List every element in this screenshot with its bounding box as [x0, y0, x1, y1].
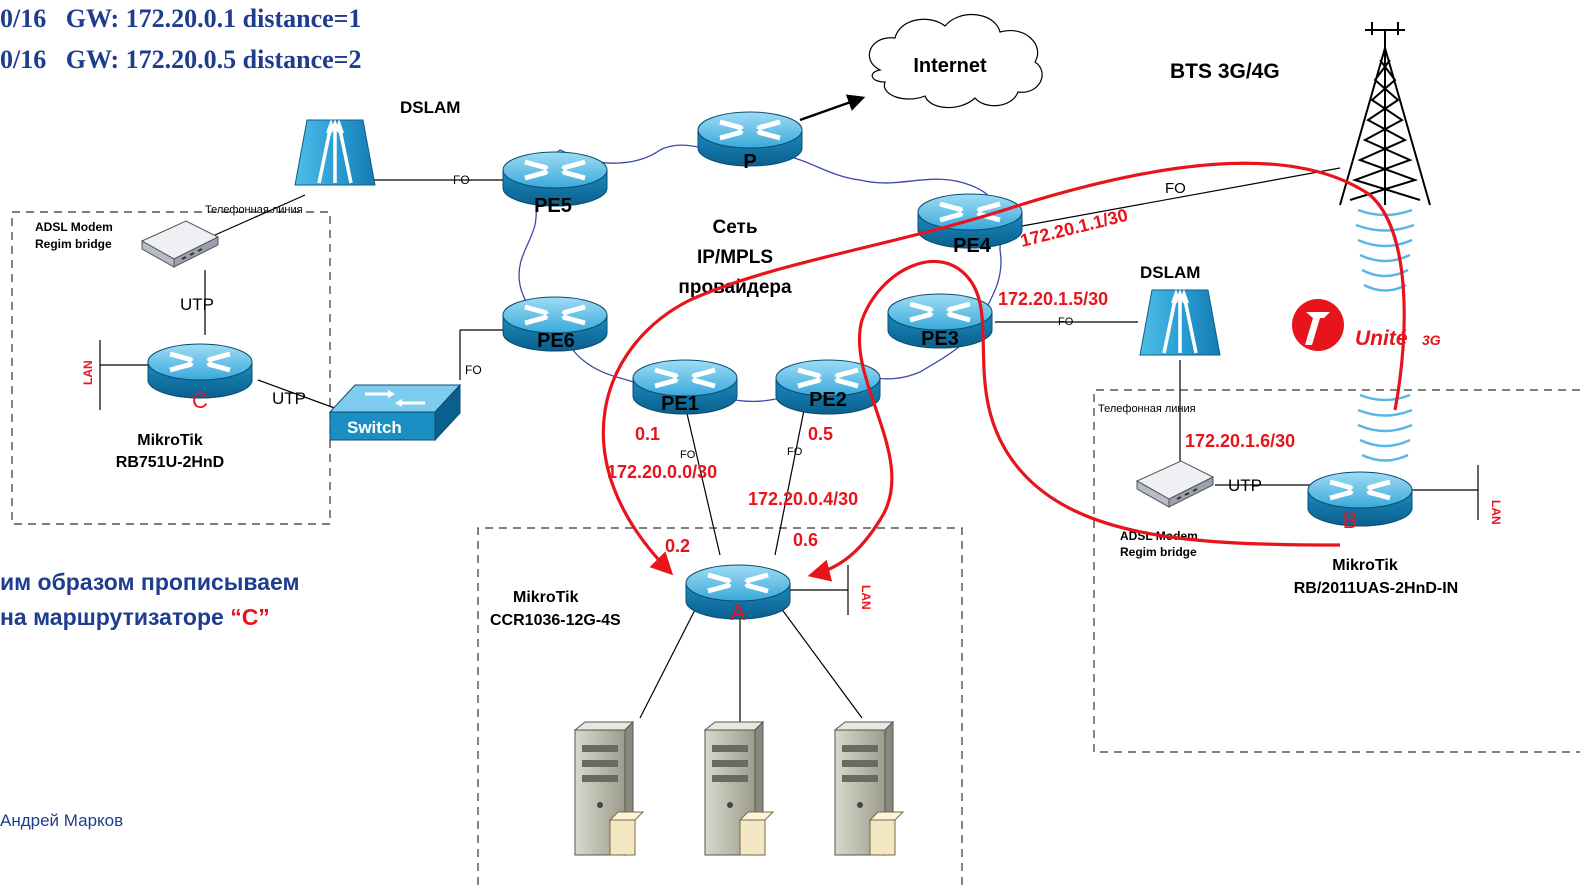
- route-line-1: 0/16 GW: 172.20.0.1 distance=1: [0, 4, 362, 33]
- switch-label: Switch: [347, 418, 402, 437]
- unite-suffix: 3G: [1422, 332, 1441, 348]
- fo-label-pe2: FO: [787, 446, 803, 458]
- utp-label-modem: UTP: [180, 295, 214, 314]
- caption-line-2: на маршрутизаторе “C”: [0, 604, 270, 630]
- router-pe1-label: PE1: [661, 393, 699, 415]
- caption-line-2-text: на маршрутизаторе: [0, 604, 230, 630]
- fo-label-pe6: FO: [465, 363, 482, 377]
- lan-label-c: LAN: [81, 360, 95, 385]
- router-a-label: A: [731, 600, 746, 625]
- addr-0-2: 0.2: [665, 536, 690, 556]
- route-line-2: 0/16 GW: 172.20.0.5 distance=2: [0, 45, 362, 74]
- dslam-right-label: DSLAM: [1140, 263, 1200, 282]
- internet-label: Internet: [913, 55, 987, 77]
- router-b-label: B: [1343, 508, 1358, 533]
- modem-left-line1: ADSL Modem: [35, 220, 113, 234]
- caption-line-1: им образом прописываем: [0, 569, 300, 595]
- device-c-model: RB751U-2HnD: [116, 454, 224, 471]
- device-c-brand: MikroTik: [137, 432, 203, 449]
- links: [99, 167, 1479, 728]
- dslam-left-label: DSLAM: [400, 98, 460, 117]
- router-pe3-label: PE3: [921, 328, 959, 350]
- addr-net1: 172.20.0.0/30: [607, 462, 717, 482]
- fo-label-pe4: FO: [1165, 180, 1186, 197]
- phone-line-right: Телефонная линия: [1098, 403, 1196, 415]
- addr-0-1: 0.1: [635, 424, 660, 444]
- addr-net2: 172.20.0.4/30: [748, 489, 858, 509]
- modem-left-line2: Regim bridge: [35, 237, 112, 251]
- bts-tower-icon: [1339, 22, 1431, 206]
- caption-quote: “C”: [230, 604, 270, 630]
- unite-logo: Unité 3G: [1292, 299, 1441, 351]
- device-a-brand: MikroTik: [513, 589, 579, 606]
- router-p-label: P: [743, 151, 756, 173]
- phone-line-left: Телефонная линия: [205, 204, 303, 216]
- route-paths: [601, 161, 1406, 582]
- fo-label-pe1: FO: [680, 449, 696, 461]
- utp-label-b: UTP: [1228, 476, 1262, 495]
- router-pe2-label: PE2: [809, 389, 847, 411]
- router-c-label: C: [192, 388, 208, 413]
- addr-0-6: 0.6: [793, 530, 818, 550]
- addr-b: 172.20.1.6/30: [1185, 431, 1295, 451]
- cloud-line-3: провайдера: [678, 277, 792, 298]
- device-b-model: RB/2011UAS-2HnD-IN: [1294, 580, 1458, 597]
- site-b-box: [1093, 389, 1580, 753]
- lan-label-b: LAN: [1489, 500, 1503, 525]
- device-a-model: CCR1036-12G-4S: [490, 612, 621, 629]
- cloud-line-2: IP/MPLS: [697, 247, 773, 268]
- bts-label: BTS 3G/4G: [1170, 60, 1280, 83]
- cloud-line-1: Сеть: [712, 217, 757, 238]
- utp-label-switch: UTP: [272, 389, 306, 408]
- addr-0-5: 0.5: [808, 424, 833, 444]
- unite-brand: Unité: [1355, 327, 1408, 350]
- author-label: Андрей Марков: [0, 811, 123, 830]
- switch-icon: [328, 383, 462, 442]
- fo-label-pe5: FO: [453, 173, 470, 187]
- site-c-box: [11, 211, 331, 525]
- internet-cloud: [868, 13, 1043, 109]
- router-pe5-label: PE5: [534, 195, 572, 217]
- fo-label-pe3: FO: [1058, 316, 1074, 328]
- router-pe4-label: PE4: [953, 235, 992, 257]
- device-b-brand: MikroTik: [1332, 557, 1398, 574]
- addr-pe4: 172.20.1.1/30: [1018, 205, 1130, 251]
- modem-right-line2: Regim bridge: [1120, 545, 1197, 559]
- addr-pe3: 172.20.1.5/30: [998, 289, 1108, 309]
- lan-label-a: LAN: [859, 585, 873, 610]
- router-pe6-label: PE6: [537, 330, 575, 352]
